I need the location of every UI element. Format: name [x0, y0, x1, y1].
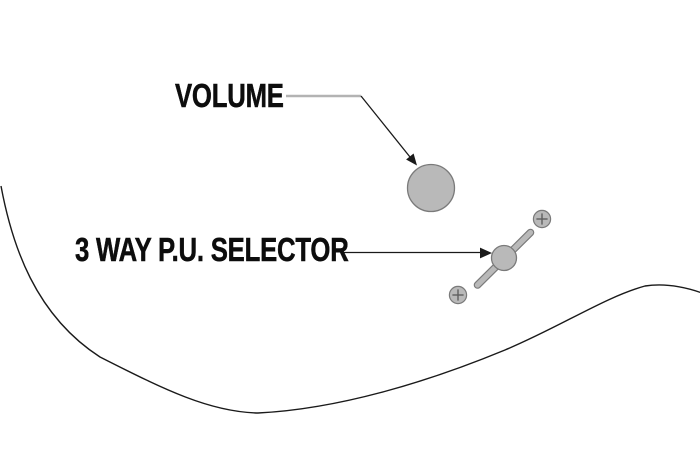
selector-screw-bottom — [448, 285, 468, 305]
selector-arrowhead-icon — [480, 247, 492, 259]
selector-hub — [490, 244, 518, 272]
guitar-body-outline — [0, 185, 700, 414]
volume-arrowhead-icon — [406, 153, 417, 166]
selector-screw-top — [532, 209, 552, 229]
volume-leader-line — [360, 95, 411, 158]
pickup-selector-label: 3 WAY P.U. SELECTOR — [75, 231, 349, 268]
volume-knob — [406, 163, 456, 213]
volume-label: VOLUME — [175, 77, 284, 114]
